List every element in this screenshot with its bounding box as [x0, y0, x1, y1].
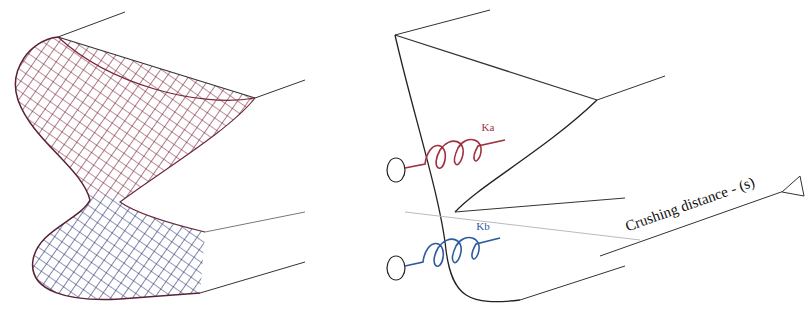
mesh-structure [0, 0, 320, 322]
spring-model [387, 10, 804, 302]
dimension-label: Crushing distance - (s) [623, 174, 756, 234]
spring-label: Ka [482, 122, 495, 133]
spring-label: Kb [476, 221, 489, 232]
